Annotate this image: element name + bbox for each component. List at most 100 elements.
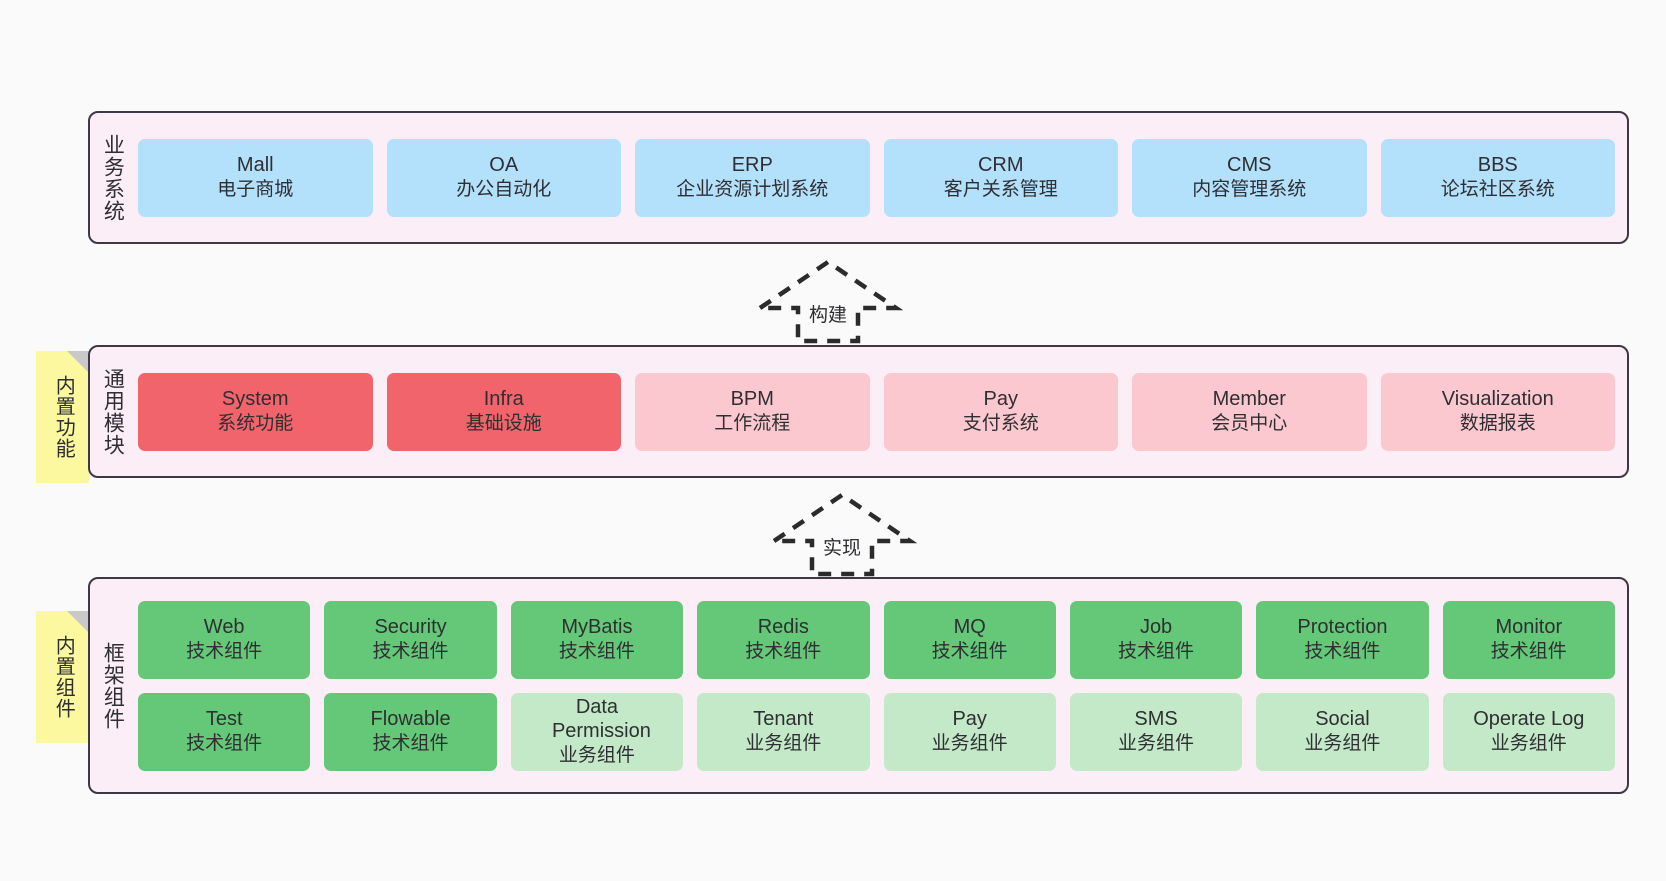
arrow-implement-label: 实现 [822,538,861,559]
node-crm[interactable]: CRM 客户关系管理 [883,138,1118,217]
node-flowable[interactable]: Flowable 技术组件 [324,692,497,771]
node-subtitle: 支付系统 [962,413,1039,435]
node-mybatis[interactable]: MyBatis 技术组件 [510,600,684,679]
node-oa[interactable]: OA 办公自动化 [386,138,621,217]
node-subtitle: 技术组件 [186,641,263,663]
node-title: Test [205,708,243,731]
node-data-permission[interactable]: Data Permission 业务组件 [510,692,684,771]
node-title: Redis [757,616,809,639]
node-cms[interactable]: CMS 内容管理系统 [1132,138,1367,217]
node-subtitle: 内容管理系统 [1192,179,1307,201]
node-title: MQ [953,616,986,639]
node-subtitle: 技术组件 [745,641,822,663]
node-subtitle: 业务组件 [1118,733,1195,755]
node-title: Social [1315,708,1370,731]
node-visualization[interactable]: Visualization 数据报表 [1380,372,1615,451]
node-title: Job [1139,616,1173,639]
node-protection[interactable]: Protection 技术组件 [1256,600,1429,679]
node-subtitle: 业务组件 [1490,733,1567,755]
node-title: MyBatis [561,616,633,639]
node-erp[interactable]: ERP 企业资源计划系统 [635,138,870,217]
node-subtitle: 电子商城 [217,179,294,201]
arrow-implement-shape [766,492,918,577]
node-member[interactable]: Member 会员中心 [1132,372,1367,451]
node-subtitle: 技术组件 [931,641,1008,663]
node-subtitle: 技术组件 [1118,641,1195,663]
node-title: ERP [731,154,773,177]
node-job[interactable]: Job 技术组件 [1069,600,1243,679]
note-builtin-features: 内置功能 [36,351,89,483]
node-subtitle: 技术组件 [558,641,635,663]
layer-business-systems: 业务系统 Mall 电子商城 OA 办公自动化 ERP 企业资源计划系统 CRM… [88,111,1629,244]
node-title: Pay [952,708,987,731]
node-row: System 系统功能 Infra 基础设施 BPM 工作流程 Pay 支付系统… [138,372,1615,451]
arrow-implement: 实现 [766,491,918,577]
node-title: Infra [483,388,524,411]
arrow-build: 构建 [752,258,904,344]
node-title: CMS [1227,154,1272,177]
node-subtitle: 数据报表 [1459,413,1536,435]
node-title: Visualization [1441,388,1554,411]
node-monitor[interactable]: Monitor 技术组件 [1442,600,1615,679]
node-title: System [221,388,289,411]
node-title: BBS [1477,154,1518,177]
node-web[interactable]: Web 技术组件 [138,600,311,679]
node-subtitle: 技术组件 [372,641,449,663]
layer-body-business-systems: Mall 电子商城 OA 办公自动化 ERP 企业资源计划系统 CRM 客户关系… [134,113,1627,242]
node-sms[interactable]: SMS 业务组件 [1069,692,1243,771]
node-subtitle: 技术组件 [1304,641,1381,663]
node-pay[interactable]: Pay 支付系统 [883,372,1118,451]
node-pay-component[interactable]: Pay 业务组件 [883,692,1056,771]
node-bbs[interactable]: BBS 论坛社区系统 [1380,138,1615,217]
node-title: CRM [977,154,1024,177]
node-title: Tenant [753,708,814,731]
node-subtitle: 基础设施 [465,413,542,435]
node-redis[interactable]: Redis 技术组件 [697,600,870,679]
node-title: Flowable [370,708,451,731]
layer-body-common-modules: System 系统功能 Infra 基础设施 BPM 工作流程 Pay 支付系统… [134,347,1627,476]
layer-title-business-systems: 业务系统 [101,133,125,222]
node-title: Monitor [1495,616,1563,639]
node-title: Operate Log [1473,708,1585,731]
node-title: BPM [730,388,774,411]
node-title: Data Permission [551,695,651,743]
node-row: Test 技术组件 Flowable 技术组件 Data Permission … [138,692,1615,771]
node-title: OA [489,154,519,177]
node-subtitle: 工作流程 [714,413,791,435]
node-mq[interactable]: MQ 技术组件 [883,600,1056,679]
node-subtitle: 业务组件 [1304,733,1381,755]
node-subtitle: 办公自动化 [456,179,552,201]
node-row: Mall 电子商城 OA 办公自动化 ERP 企业资源计划系统 CRM 客户关系… [138,138,1615,217]
layer-common-modules: 通用模块 System 系统功能 Infra 基础设施 BPM 工作流程 Pay… [88,345,1629,478]
node-title: Web [203,616,245,639]
node-subtitle: 技术组件 [1490,641,1567,663]
layer-body-framework-components: Web 技术组件 Security 技术组件 MyBatis 技术组件 Redi… [134,579,1627,792]
node-subtitle: 业务组件 [745,733,822,755]
arrow-build-shape [752,259,904,344]
node-infra[interactable]: Infra 基础设施 [386,372,621,451]
node-operate-log[interactable]: Operate Log 业务组件 [1442,692,1615,771]
node-subtitle: 企业资源计划系统 [676,179,829,201]
node-title: Security [374,616,447,639]
node-title: Mall [236,154,274,177]
node-title: Pay [983,388,1018,411]
arrow-build-label: 构建 [808,305,847,326]
node-subtitle: 会员中心 [1211,413,1288,435]
node-subtitle: 技术组件 [186,733,263,755]
node-title: Member [1212,388,1286,411]
node-social[interactable]: Social 业务组件 [1256,692,1429,771]
node-subtitle: 业务组件 [931,733,1008,755]
node-tenant[interactable]: Tenant 业务组件 [697,692,870,771]
node-subtitle: 客户关系管理 [943,179,1058,201]
node-mall[interactable]: Mall 电子商城 [138,138,373,217]
layer-framework-components: 框架组件 Web 技术组件 Security 技术组件 MyBatis 技术组件… [88,577,1629,794]
note-builtin-components: 内置组件 [36,611,89,743]
node-title: SMS [1134,708,1178,731]
node-bpm[interactable]: BPM 工作流程 [635,372,870,451]
node-test[interactable]: Test 技术组件 [138,692,311,771]
node-system[interactable]: System 系统功能 [138,372,373,451]
node-security[interactable]: Security 技术组件 [324,600,497,679]
node-subtitle: 论坛社区系统 [1440,179,1555,201]
node-subtitle: 业务组件 [558,744,635,766]
